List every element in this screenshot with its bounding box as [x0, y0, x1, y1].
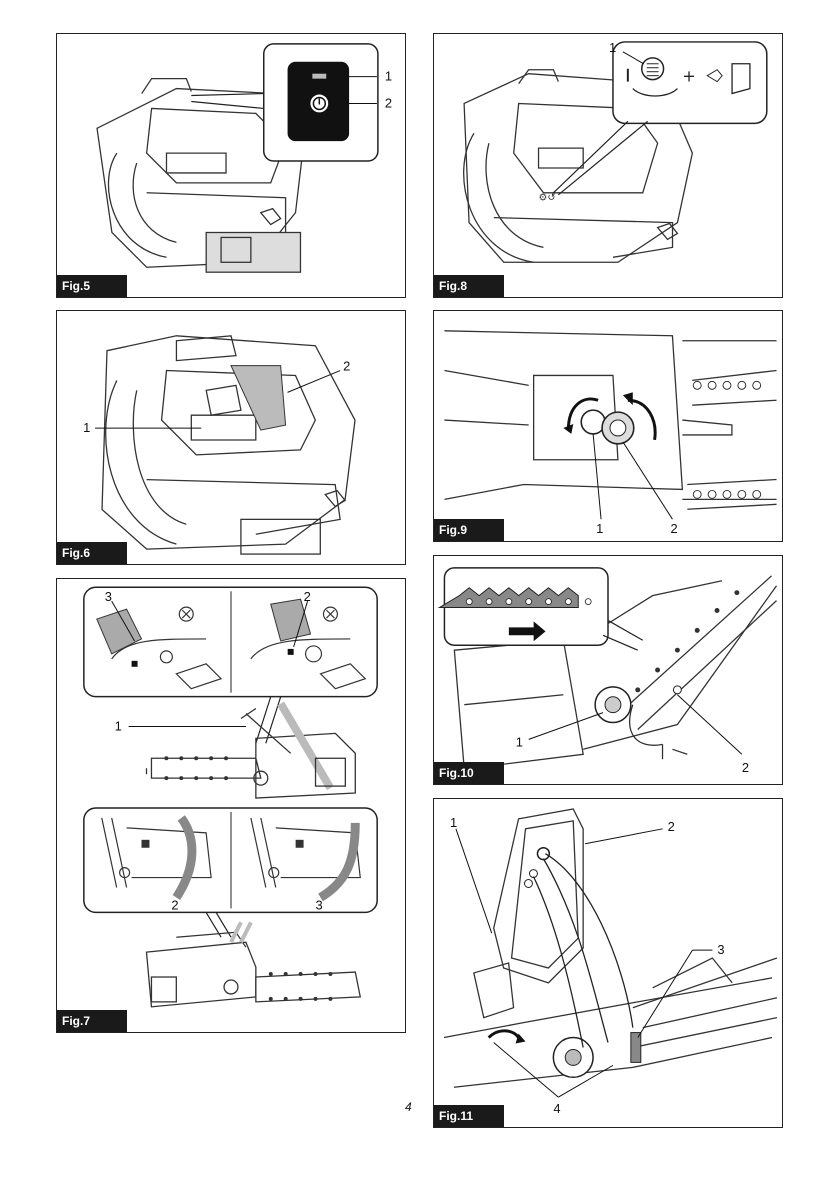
fig10-callout-1: 1 — [516, 734, 523, 749]
fig7-callout-3-top: 3 — [105, 589, 112, 604]
figure-7: 3 2 1 — [56, 578, 406, 1033]
figure-9-label: Fig.9 — [434, 519, 504, 541]
figure-8-illustration: ⚙↺ + 1 — [434, 34, 782, 297]
fig9-callout-2: 2 — [670, 521, 677, 536]
fig10-callout-2: 2 — [742, 760, 749, 775]
figure-8: ⚙↺ + 1 Fig.8 — [433, 33, 783, 298]
figure-9: 1 2 Fig.9 — [433, 310, 783, 542]
fig6-callout-2: 2 — [343, 359, 350, 374]
fig11-callout-4: 4 — [553, 1101, 560, 1116]
fig5-callout-1: 1 — [385, 69, 392, 84]
fig7-callout-1: 1 — [115, 718, 122, 733]
figure-11: 1 2 3 4 Fig.11 — [433, 798, 783, 1128]
svg-text:⚙↺: ⚙↺ — [539, 193, 556, 204]
fig7-callout-2-top: 2 — [304, 589, 311, 604]
figure-7-illustration: 3 2 1 — [57, 579, 405, 1032]
figure-5: 1 2 Fig.5 — [56, 33, 406, 298]
fig11-callout-3: 3 — [717, 942, 724, 957]
figure-5-label: Fig.5 — [57, 275, 127, 297]
fig9-callout-1: 1 — [596, 521, 603, 536]
figure-10-illustration: 1 2 — [434, 556, 782, 784]
svg-text:+: + — [682, 67, 695, 86]
figure-11-label: Fig.11 — [434, 1105, 504, 1127]
figure-10: 1 2 Fig.10 — [433, 555, 783, 785]
figure-6: 1 2 Fig.6 — [56, 310, 406, 565]
page-number: 4 — [405, 1100, 412, 1114]
figure-11-illustration: 1 2 3 4 — [434, 799, 782, 1127]
fig11-callout-2: 2 — [668, 819, 675, 834]
fig6-callout-1: 1 — [83, 420, 90, 435]
figure-6-label: Fig.6 — [57, 542, 127, 564]
figure-9-illustration: 1 2 — [434, 311, 782, 541]
figure-8-label: Fig.8 — [434, 275, 504, 297]
fig11-callout-1: 1 — [450, 815, 457, 830]
figure-5-illustration: 1 2 — [57, 34, 405, 297]
fig7-callout-3-bottom: 3 — [316, 897, 323, 912]
figure-6-illustration: 1 2 — [57, 311, 405, 564]
figure-7-label: Fig.7 — [57, 1010, 127, 1032]
figure-10-label: Fig.10 — [434, 762, 504, 784]
fig8-callout-1: 1 — [609, 40, 616, 55]
fig7-callout-2-bottom: 2 — [171, 897, 178, 912]
fig5-callout-2: 2 — [385, 95, 392, 110]
